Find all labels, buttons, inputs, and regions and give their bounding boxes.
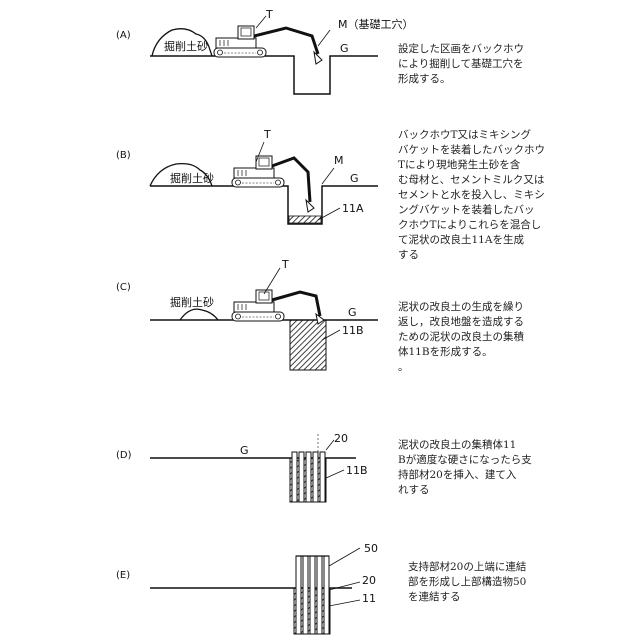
hole-label: M（基礎工穴） [338, 17, 414, 31]
item-label: 11 [362, 592, 376, 605]
panel-d: (D) G 20 11B [116, 432, 368, 502]
panel-b: (B) 掘削土砂 T M G 11A [116, 128, 378, 224]
panel-c-label: (C) [116, 282, 131, 293]
panel-e-label: (E) [116, 570, 130, 581]
item-top-label: 50 [364, 542, 378, 555]
ground-label: G [240, 444, 249, 457]
item-label: 11B [346, 464, 368, 477]
ground-label: G [348, 306, 357, 319]
panel-c: (C) 掘削土砂 T G 11B [116, 258, 378, 370]
item-label: 11B [342, 324, 364, 337]
excavator [232, 156, 314, 212]
panel-a-label: (A) [116, 30, 131, 41]
soil-label: 掘削土砂 [170, 295, 214, 309]
machine-label: T [263, 128, 271, 141]
improved-soil [289, 216, 321, 223]
improved-soil-mass [290, 320, 326, 370]
panel-b-label: (B) [116, 150, 131, 161]
item-mid-label: 20 [362, 574, 376, 587]
hole-label: M [334, 154, 344, 167]
ground-label: G [350, 172, 359, 185]
panel-d-label: (D) [116, 450, 132, 461]
ground-label: G [340, 42, 349, 55]
panel-a-description: 設定した区画をバックホウ により掘削して基礎工穴を 形成する。 [398, 42, 524, 87]
soil-label: 掘削土砂 [164, 39, 208, 53]
ground-line [150, 56, 378, 94]
panel-a: (A) 掘削土砂 T M（基礎工穴） G [116, 8, 414, 94]
machine-label: T [281, 258, 289, 271]
machine-label: T [265, 8, 273, 21]
soil-pile [180, 309, 218, 320]
soil-label: 掘削土砂 [170, 171, 214, 185]
item-top-label: 20 [334, 432, 348, 445]
excavator [214, 26, 322, 64]
panel-d-description: 泥状の改良土の集積体11 Bが適度な硬さになったら支 持部材20を挿入、建て入 … [398, 438, 532, 498]
panel-b-description: バックホウT又はミキシング バケットを装着したバックホウ Tにより現地発生土砂を… [398, 128, 545, 263]
panel-e-description: 支持部材20の上端に連結 部を形成し上部構造物50 を連結する [408, 560, 526, 605]
panel-c-description: 泥状の改良土の生成を繰り 返し，改良地盤を造成する ための泥状の改良土の集積 体… [398, 300, 524, 375]
panel-e: (E) 50 20 11 [116, 542, 378, 634]
support-members [292, 452, 325, 502]
support-members [296, 556, 329, 634]
item-label: 11A [342, 202, 364, 215]
excavator [232, 290, 324, 324]
